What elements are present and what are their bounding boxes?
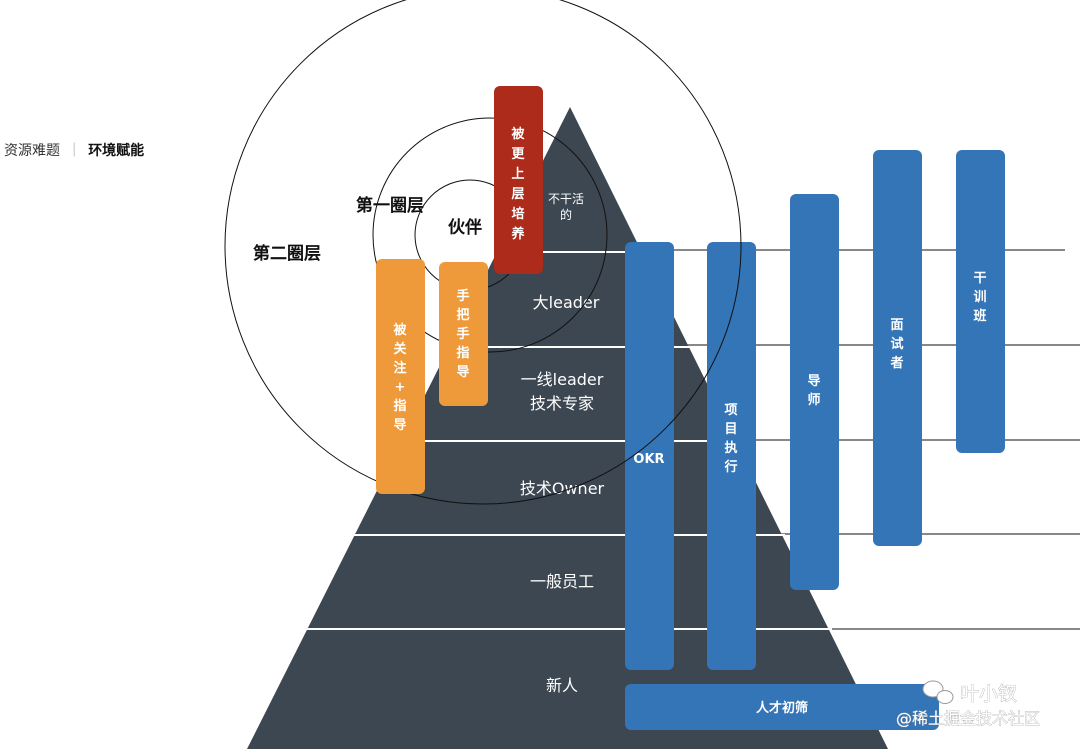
program-bar-project-execution: 项目执行 <box>707 242 756 670</box>
level-label-frontline-leader-line2: 技术专家 <box>530 394 594 413</box>
level-label-big-leader: 大leader <box>533 293 600 312</box>
program-bar-talent-screening-label: 人才初筛 <box>756 700 808 716</box>
program-bar-training-class: 干训班 <box>956 150 1005 453</box>
level-label-regular-staff: 一般员工 <box>530 572 594 591</box>
program-bar-mentor-label: 导师 <box>807 374 820 408</box>
overlay-bar-attention-guidance-label: 被关注+指导 <box>392 322 407 433</box>
heading-topic: 资源难题 <box>4 143 60 159</box>
watermark-source: @稀土掘金技术社区 <box>896 709 1040 728</box>
heading-subtopic: 环境赋能 <box>88 143 145 159</box>
level-label-top-line2: 的 <box>560 207 572 222</box>
watermark: 叶小钗 @稀土掘金技术社区 <box>896 680 1040 728</box>
heading: 资源难题 ｜ 环境赋能 <box>4 140 144 160</box>
program-bar-okr-label: OKR <box>633 452 664 467</box>
circle-labels: 伙伴 第一圈层 第二圈层 <box>253 195 482 264</box>
program-bar-training-class-label: 干训班 <box>973 271 986 324</box>
circle-first-ring <box>372 117 608 353</box>
heading-separator: ｜ <box>67 143 82 159</box>
watermark-brand: 叶小钗 <box>960 683 1017 705</box>
program-bar-interviewer: 面试者 <box>873 150 922 546</box>
overlay-bar-attention-guidance: 被关注+指导 <box>376 259 425 494</box>
overlay-bar-upper-cultivation-label: 被更上层培养 <box>510 126 525 242</box>
circle-label-second-ring: 第二圈层 <box>253 243 321 264</box>
level-label-newcomer: 新人 <box>546 676 578 695</box>
program-bar-interviewer-label: 面试者 <box>889 318 903 371</box>
program-bars: OKR 项目执行 导师 面试者 干训班 人才初筛 <box>625 150 1005 730</box>
wechat-icon <box>922 680 954 704</box>
level-label-frontline-leader-line1: 一线leader <box>521 370 604 389</box>
circle-label-first-ring: 第一圈层 <box>356 195 424 216</box>
circle-label-partner: 伙伴 <box>448 217 482 238</box>
level-label-top-line1: 不干活 <box>548 192 584 206</box>
program-bar-mentor: 导师 <box>790 194 839 590</box>
overlay-bar-upper-cultivation: 被更上层培养 <box>494 86 543 274</box>
overlay-bar-hands-on-guidance-label: 手把手指导 <box>456 288 469 380</box>
program-bar-okr: OKR <box>625 242 674 670</box>
pyramid-levels: 不干活 的 大leader 一线leader 技术专家 技术Owner 一般员工… <box>520 192 605 695</box>
overlay-bars: 被更上层培养 手把手指导 被关注+指导 <box>376 86 543 494</box>
circle-second-ring <box>224 0 742 505</box>
program-bar-project-execution-label: 项目执行 <box>723 403 737 475</box>
program-bar-talent-screening: 人才初筛 <box>625 684 939 730</box>
level-label-tech-owner: 技术Owner <box>520 479 605 498</box>
overlay-bar-hands-on-guidance: 手把手指导 <box>439 262 488 406</box>
